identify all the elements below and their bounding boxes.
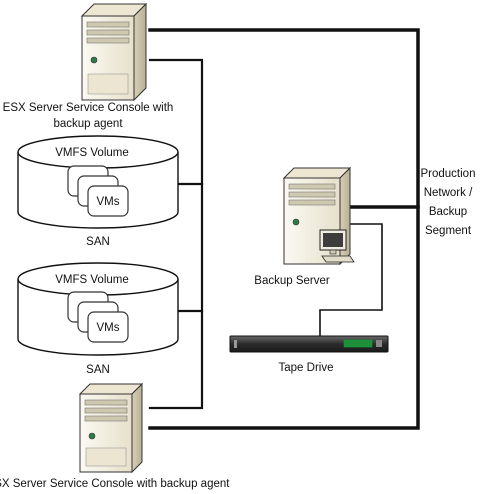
network-label-line1: Production	[421, 168, 476, 180]
tape-drive	[229, 335, 389, 353]
tape-drive-icon	[229, 335, 389, 353]
san-fabric-line	[148, 58, 204, 410]
tape-link	[319, 223, 383, 339]
network-label-line2: Network /	[424, 187, 473, 199]
esx-bottom-label: ESX Server Service Console with backup a…	[0, 478, 230, 490]
network-label-line4: Segment	[425, 225, 472, 237]
san-volume-2	[17, 262, 179, 356]
tape-drive-label: Tape Drive	[279, 362, 334, 374]
esx-top-label-line2: backup agent	[53, 118, 123, 130]
vms-2-label: VMs	[97, 322, 120, 334]
vmfs-volume-2-label: VMFS Volume	[55, 274, 129, 286]
vms-1-label: VMs	[97, 196, 120, 208]
backup-server-label: Backup Server	[254, 275, 330, 287]
san-2-label: SAN	[86, 364, 110, 376]
vm-stack-icon	[67, 291, 129, 343]
esx-top-label-line1: ESX Server Service Console with	[3, 102, 174, 114]
network-label-block: Production Network / Backup Segment	[420, 160, 476, 237]
san-1-label: SAN	[86, 236, 110, 248]
network-label-line3: Backup	[429, 206, 467, 218]
backup-server	[282, 166, 355, 266]
network-segment-line	[148, 28, 420, 430]
workstation-icon	[319, 229, 355, 263]
vm-stack-icon	[67, 165, 129, 217]
vmfs-volume-1-label: VMFS Volume	[55, 147, 129, 159]
server-tower-icon	[78, 382, 144, 474]
esx-server-top	[80, 2, 148, 102]
connection-lines	[148, 28, 420, 430]
server-tower-icon	[80, 2, 148, 102]
esx-server-bottom	[78, 382, 144, 474]
san-volume-1	[17, 135, 179, 229]
